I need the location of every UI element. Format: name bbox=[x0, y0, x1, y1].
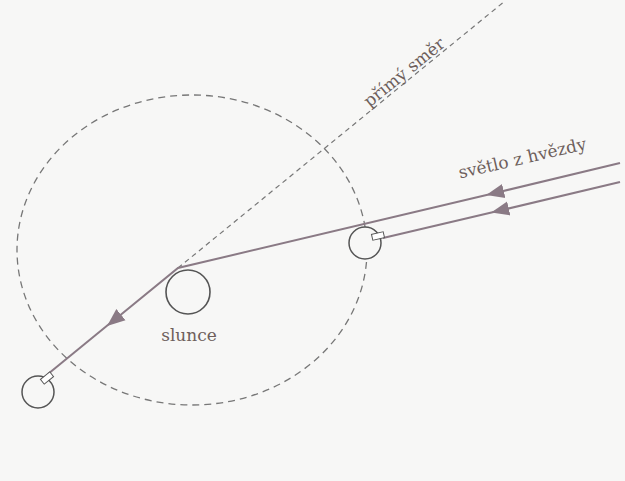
orbit-circle bbox=[17, 95, 367, 405]
sun-label: slunce bbox=[161, 326, 217, 345]
straight-direction-line bbox=[178, 1, 505, 268]
earth-telescope bbox=[22, 372, 54, 408]
sun-circle bbox=[166, 270, 210, 314]
earth-telescope bbox=[349, 227, 385, 259]
direction-label: přímý směr bbox=[360, 34, 448, 111]
light-ray bbox=[48, 163, 620, 374]
light-ray bbox=[383, 182, 620, 238]
